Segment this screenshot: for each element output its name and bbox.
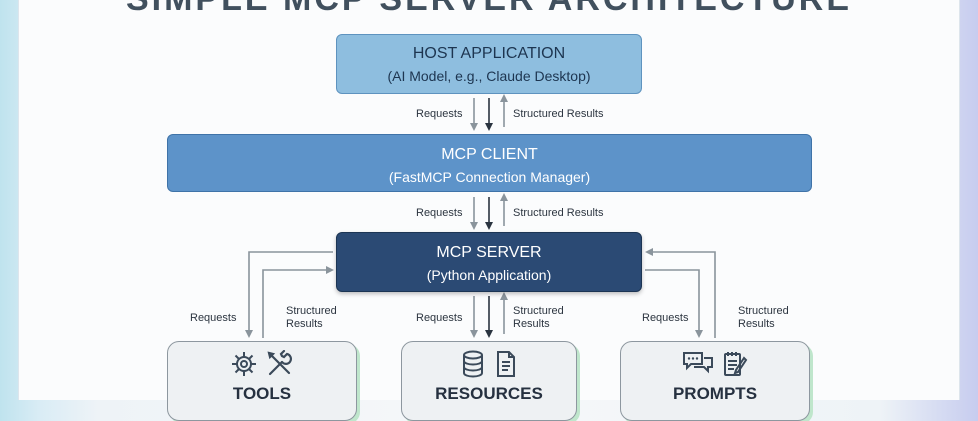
server-name: MCP SERVER [436,244,542,261]
label-results: Results [738,318,775,330]
document-icon [497,351,516,377]
flow-arrows [245,94,716,338]
arrow-tools-server-result [262,266,334,338]
prompts-label: PROMPTS [672,384,758,403]
mcp-client-box: MCP CLIENT (FastMCP Connection Manager) [167,134,812,192]
arrow-prompts-server-result [645,248,716,338]
host-detail: (AI Model, e.g., Claude Desktop) [387,68,591,84]
notepad-icon [724,352,748,376]
label-requests-host-client: Requests [416,108,463,120]
tools-label: TOOLS [232,384,292,403]
resources-card: RESOURCES [401,341,577,421]
mcp-server-box: MCP SERVER (Python Application) [336,232,642,292]
tools-card: TOOLS [167,341,357,421]
diagram-title: SIMPLE MCP SERVER ARCHITECTURE [0,0,978,19]
server-detail: (Python Application) [426,267,552,283]
label-requests-tools: Requests [190,312,237,324]
label-results-resources: Structured Results [513,305,564,331]
arrow-server-prompts-request [645,269,703,338]
host-name: HOST APPLICATION [412,45,566,62]
label-results-tools: Structured Results [286,305,337,331]
label-structured: Structured [286,305,337,317]
database-icon [462,350,483,378]
label-results: Results [513,318,550,330]
client-name: MCP CLIENT [441,146,538,163]
resources-label: RESOURCES [435,384,543,403]
label-results: Results [286,318,323,330]
host-application-box: HOST APPLICATION (AI Model, e.g., Claude… [336,34,642,94]
label-requests-client-server: Requests [416,207,463,219]
label-results-host-client: Structured Results [513,108,604,120]
label-requests-resources: Requests [416,312,463,324]
label-structured: Structured [513,305,564,317]
chat-bubbles-icon [682,352,713,374]
label-results-prompts: Structured Results [738,305,789,331]
wrench-screwdriver-icon [267,350,293,376]
prompts-card: PROMPTS [620,341,810,421]
label-requests-prompts: Requests [642,312,689,324]
label-results-client-server: Structured Results [513,207,604,219]
label-structured: Structured [738,305,789,317]
client-detail: (FastMCP Connection Manager) [388,169,591,185]
arrow-server-tools-request [245,251,333,338]
gear-icon [231,352,256,376]
